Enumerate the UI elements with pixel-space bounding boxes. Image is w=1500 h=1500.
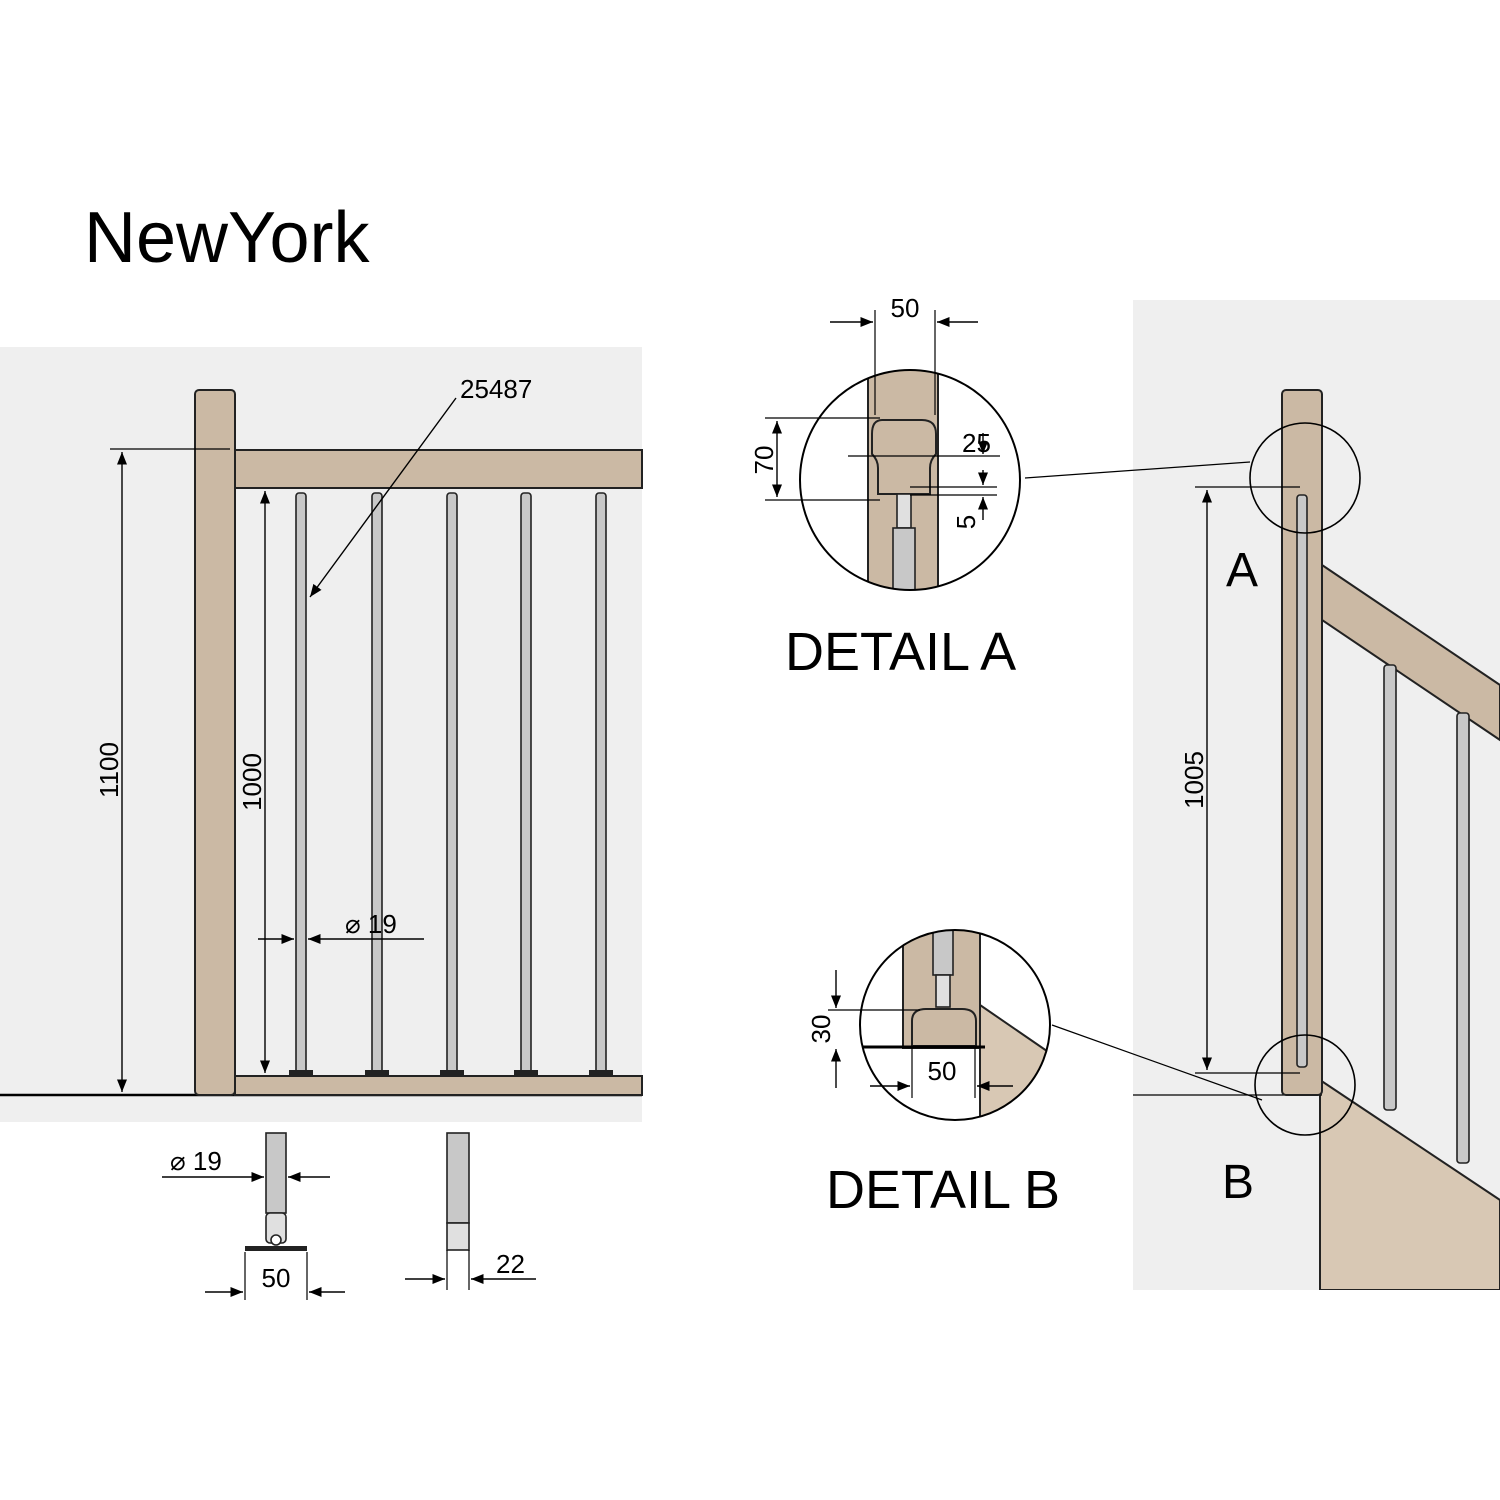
detail-b-width-dimension: 50: [928, 1056, 957, 1086]
baluster-rod: [289, 492, 313, 1077]
page-title: NewYork: [84, 198, 370, 278]
detail-a: 50 70 25 5 DETAIL A: [749, 293, 1251, 682]
rod-base-detail: ⌀ 19 50: [162, 1132, 345, 1300]
newel-post: [194, 389, 236, 1096]
post-height-dimension: 1100: [94, 742, 124, 798]
baluster-rod: [440, 492, 464, 1077]
detail-a-caption: DETAIL A: [785, 622, 1016, 682]
detail-a-marker: A: [1226, 544, 1258, 597]
detail-a-gap-dimension: 5: [951, 515, 981, 529]
detail-b-marker-circle: [1254, 1034, 1356, 1136]
stair-view: 1005 A B: [1133, 300, 1500, 1290]
rod-pin-detail: 22: [405, 1132, 536, 1290]
detail-a-marker-circle: [1249, 422, 1361, 534]
detail-a-groove-dimension: 25: [962, 428, 991, 458]
detail-b-caption: DETAIL B: [826, 1160, 1060, 1220]
detail-b-marker: B: [1222, 1156, 1254, 1209]
part-number-label: 25487: [460, 374, 532, 404]
baluster-rods: [289, 492, 613, 1077]
baluster-height-dimension: 1000: [237, 753, 267, 811]
detail-a-width-dimension: 50: [891, 293, 920, 323]
baluster-rod: [365, 492, 389, 1077]
baluster-rod: [514, 492, 538, 1077]
stair-height-dimension: 1005: [1179, 751, 1209, 809]
bottom-rail: [234, 1075, 643, 1096]
handrail: [234, 449, 643, 489]
stair-baluster-rod: [1383, 664, 1397, 1111]
stair-baluster-rod: [1456, 712, 1470, 1164]
base-width-dimension: 50: [262, 1263, 291, 1293]
front-view: 1100 1000 ⌀ 19 25487: [0, 347, 643, 1122]
rod-diameter-dimension: ⌀ 19: [345, 909, 397, 939]
detail-b: 30 50 DETAIL B: [806, 929, 1263, 1220]
detail-a-height-dimension: 70: [749, 446, 779, 475]
base-rod-diameter-dimension: ⌀ 19: [170, 1146, 222, 1176]
detail-b-height-dimension: 30: [806, 1015, 836, 1044]
baluster-rod: [589, 492, 613, 1077]
stair-stringer: [1319, 1078, 1500, 1290]
pin-width-dimension: 22: [496, 1249, 525, 1279]
